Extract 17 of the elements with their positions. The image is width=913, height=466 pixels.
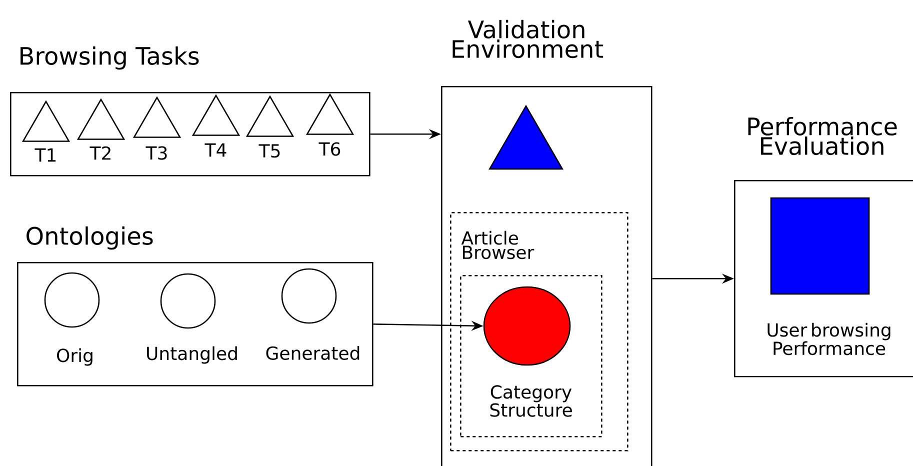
node-label: T6 bbox=[318, 142, 340, 156]
square bbox=[770, 197, 870, 295]
node-label: Generated bbox=[266, 346, 360, 360]
dashed-box: Category Structure bbox=[460, 275, 602, 438]
node-label: T1 bbox=[34, 148, 56, 162]
node-label: T4 bbox=[204, 143, 226, 157]
node-label: Performance Evaluation bbox=[748, 116, 897, 156]
node-label: Validation Environment bbox=[452, 20, 604, 58]
node-label: Untangled bbox=[147, 346, 237, 364]
panel-box: Performance Evaluation User browsing Performance bbox=[734, 116, 913, 378]
circle bbox=[483, 286, 571, 366]
node-label: Ontologies bbox=[26, 226, 153, 250]
node-label: Orig bbox=[57, 348, 92, 366]
node-label: T3 bbox=[146, 146, 167, 160]
node-label: T5 bbox=[258, 144, 280, 158]
node-label: Browsing Tasks bbox=[20, 46, 199, 70]
node-label: T2 bbox=[90, 146, 110, 160]
